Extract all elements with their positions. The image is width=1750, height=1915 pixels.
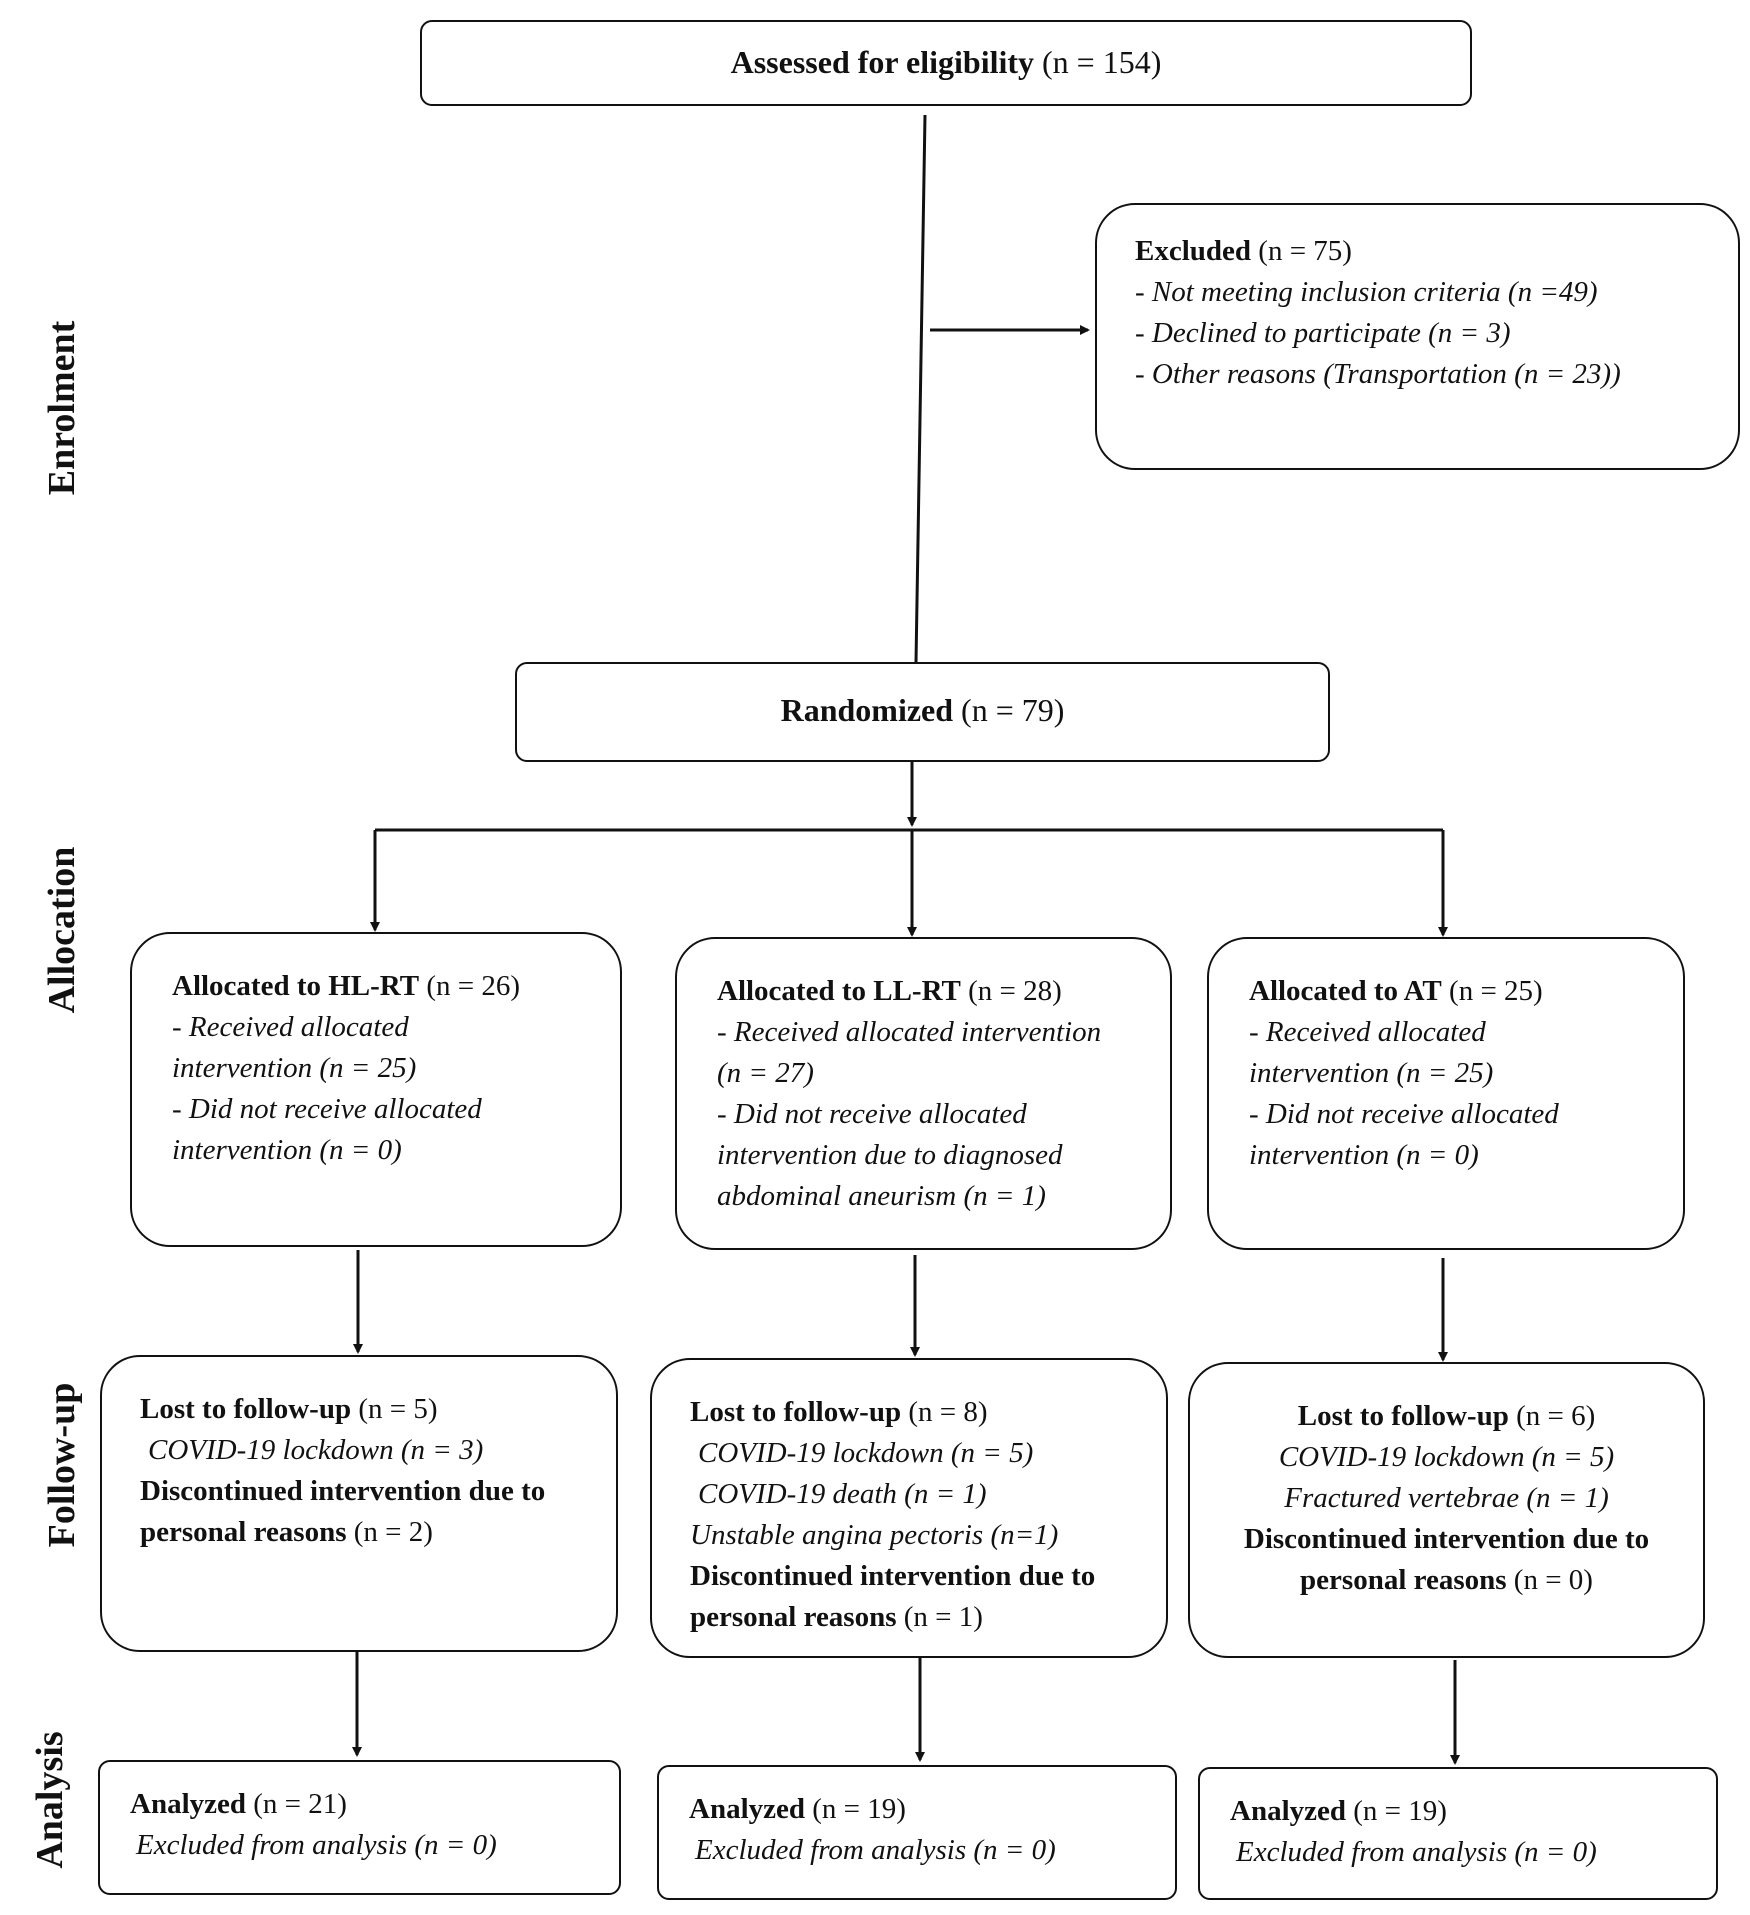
analysis-excluded: Excluded from analysis (n = 0) [695, 1834, 1056, 1866]
excluded-reason: - Declined to participate (n = 3) [1135, 317, 1511, 349]
analyzed-count: (n = 21) [253, 1788, 347, 1820]
allocation-label: Allocated to AT [1249, 975, 1442, 1007]
allocation-detail: - Received allocated [1249, 1016, 1486, 1048]
lost-label: Lost to follow-up [690, 1396, 902, 1428]
allocation-detail: - Received allocated intervention [717, 1016, 1102, 1048]
allocation-detail: abdominal aneurism (n = 1) [717, 1180, 1046, 1212]
analysis-excluded: Excluded from analysis (n = 0) [136, 1829, 497, 1861]
analyzed-label: Analyzed [689, 1793, 805, 1825]
allocation-detail: - Received allocated [172, 1011, 409, 1043]
phase-label-analysis: Analysis [29, 1731, 71, 1869]
analysis-excluded: Excluded from analysis (n = 0) [1236, 1836, 1597, 1868]
excluded-reason: - Not meeting inclusion criteria (n =49) [1135, 276, 1598, 308]
lost-reason: COVID-19 death (n = 1) [698, 1478, 987, 1510]
lost-count: (n = 8) [908, 1396, 988, 1428]
allocation-detail: - Did not receive allocated [717, 1098, 1027, 1130]
analyzed-count: (n = 19) [1353, 1795, 1447, 1827]
randomized-count: (n = 79) [961, 692, 1065, 728]
follow-up-box-llrt: Lost to follow-up (n = 8) COVID-19 lockd… [650, 1358, 1168, 1658]
discontinued-count: (n = 0) [1513, 1564, 1593, 1596]
analyzed-label: Analyzed [130, 1788, 246, 1820]
randomized-label: Randomized [780, 692, 954, 728]
discontinued-label: personal reasons [690, 1601, 897, 1633]
allocation-label: Allocated to HL-RT [172, 970, 420, 1002]
follow-up-box-hlrt: Lost to follow-up (n = 5) COVID-19 lockd… [100, 1355, 618, 1652]
assessed-label: Assessed for eligibility [730, 44, 1035, 80]
allocation-detail: intervention (n = 25) [1249, 1057, 1494, 1089]
phase-label-enrolment: Enrolment [41, 320, 83, 496]
connector-assessed-randomized [914, 114, 927, 663]
lost-reason: COVID-19 lockdown (n = 5) [698, 1437, 1034, 1469]
allocation-count: (n = 25) [1449, 975, 1543, 1007]
allocation-detail: intervention (n = 0) [172, 1134, 402, 1166]
lost-count: (n = 6) [1516, 1400, 1596, 1432]
discontinued-label: Discontinued intervention due to [140, 1475, 546, 1507]
allocation-label: Allocated to LL-RT [717, 975, 961, 1007]
discontinued-label: Discontinued intervention due to [690, 1560, 1096, 1592]
discontinued-count: (n = 1) [903, 1601, 983, 1633]
allocation-box-hlrt: Allocated to HL-RT (n = 26) - Received a… [130, 932, 622, 1247]
discontinued-label: personal reasons [1300, 1564, 1507, 1596]
allocation-detail: - Did not receive allocated [172, 1093, 482, 1125]
allocation-box-at: Allocated to AT (n = 25) - Received allo… [1207, 937, 1685, 1250]
allocation-count: (n = 28) [968, 975, 1062, 1007]
excluded-reason: - Other reasons (Transportation (n = 23)… [1135, 358, 1621, 390]
allocation-detail: (n = 27) [717, 1057, 814, 1089]
discontinued-label: Discontinued intervention due to [1243, 1523, 1650, 1555]
analysis-box-llrt: Analyzed (n = 19) Excluded from analysis… [657, 1765, 1177, 1900]
discontinued-label: personal reasons [140, 1516, 347, 1548]
lost-reason: COVID-19 lockdown (n = 3) [148, 1434, 484, 1466]
discontinued-count: (n = 2) [353, 1516, 433, 1548]
allocation-box-llrt: Allocated to LL-RT (n = 28) - Received a… [675, 937, 1172, 1250]
allocation-detail: - Did not receive allocated [1249, 1098, 1559, 1130]
phase-label-follow-up: Follow-up [41, 1382, 83, 1548]
phase-label-allocation: Allocation [41, 846, 83, 1014]
assessed-box: Assessed for eligibility (n = 154) [420, 20, 1472, 106]
excluded-box: Excluded (n = 75) - Not meeting inclusio… [1095, 203, 1740, 470]
lost-label: Lost to follow-up [140, 1393, 352, 1425]
lost-count: (n = 5) [358, 1393, 438, 1425]
analysis-box-at: Analyzed (n = 19) Excluded from analysis… [1198, 1767, 1718, 1900]
analysis-box-hlrt: Analyzed (n = 21) Excluded from analysis… [98, 1760, 621, 1895]
lost-reason: COVID-19 lockdown (n = 5) [1278, 1441, 1615, 1473]
excluded-count: (n = 75) [1258, 235, 1352, 267]
lost-label: Lost to follow-up [1297, 1400, 1509, 1432]
excluded-label: Excluded [1135, 235, 1252, 267]
allocation-count: (n = 26) [426, 970, 520, 1002]
allocation-detail: intervention due to diagnosed [717, 1139, 1063, 1171]
analyzed-count: (n = 19) [812, 1793, 906, 1825]
follow-up-box-at: Lost to follow-up (n = 6) COVID-19 lockd… [1188, 1362, 1705, 1658]
allocation-detail: intervention (n = 0) [1249, 1139, 1479, 1171]
analyzed-label: Analyzed [1230, 1795, 1346, 1827]
lost-reason: Fractured vertebrae (n = 1) [1284, 1482, 1609, 1514]
allocation-detail: intervention (n = 25) [172, 1052, 417, 1084]
lost-reason: Unstable angina pectoris (n=1) [690, 1519, 1059, 1551]
assessed-count: (n = 154) [1042, 44, 1162, 80]
randomized-box: Randomized (n = 79) [515, 662, 1330, 762]
